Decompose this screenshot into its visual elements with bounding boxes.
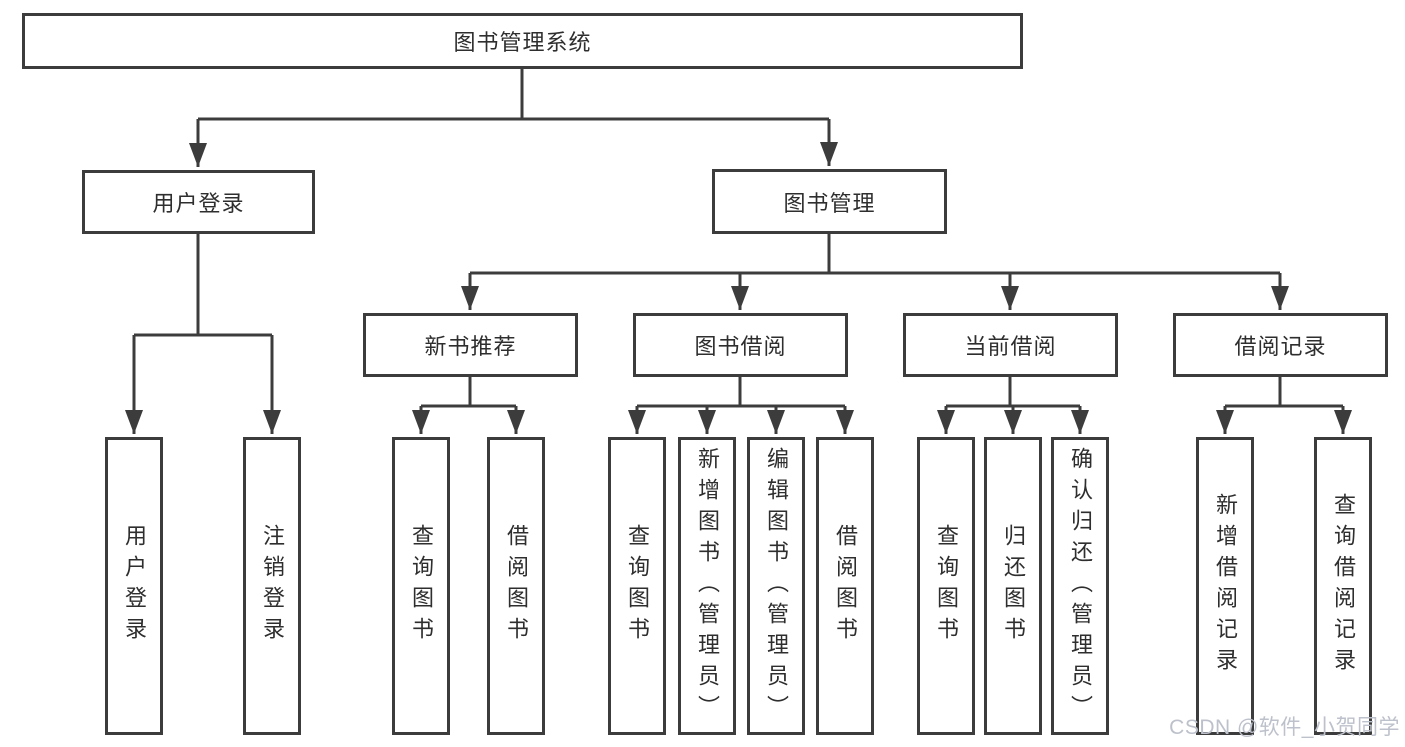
leaf-confirm-return-admin: 确认归还（管理员） [1051, 437, 1109, 735]
leaf-add-book-admin: 新增图书（管理员） [678, 437, 736, 735]
node-label: 查询图书 [934, 524, 959, 648]
node-label: 用户登录 [122, 524, 147, 648]
leaf-user-login: 用户登录 [105, 437, 163, 735]
node-label: 新增图书（管理员） [695, 446, 720, 726]
node-current-borrowing: 当前借阅 [903, 313, 1118, 377]
node-label: 图书管理系统 [453, 30, 592, 55]
node-label: 确认归还（管理员） [1068, 446, 1093, 726]
node-label: 编辑图书（管理员） [764, 446, 789, 726]
node-label: 图书借阅 [694, 334, 787, 359]
node-label: 查询图书 [409, 524, 434, 648]
node-label: 新增借阅记录 [1213, 493, 1238, 679]
leaf-add-borrow-record: 新增借阅记录 [1196, 437, 1254, 735]
leaf-borrow-book-recommend: 借阅图书 [487, 437, 545, 735]
node-label: 归还图书 [1001, 524, 1026, 648]
node-user-login: 用户登录 [82, 170, 315, 234]
csdn-watermark: CSDN @软件_小贺同学 [1169, 716, 1400, 739]
node-label: 用户登录 [152, 191, 245, 216]
node-label: 查询图书 [625, 524, 650, 648]
leaf-edit-book-admin: 编辑图书（管理员） [747, 437, 805, 735]
leaf-logout-login: 注销登录 [243, 437, 301, 735]
leaf-query-book-borrow: 查询图书 [608, 437, 666, 735]
node-borrowing-records: 借阅记录 [1173, 313, 1388, 377]
leaf-query-borrow-record: 查询借阅记录 [1314, 437, 1372, 735]
node-label: 借阅图书 [833, 524, 858, 648]
node-book-management: 图书管理 [712, 169, 947, 234]
node-label: 查询借阅记录 [1331, 493, 1356, 679]
leaf-return-book: 归还图书 [984, 437, 1042, 735]
leaf-query-book-current: 查询图书 [917, 437, 975, 735]
node-new-book-recommend: 新书推荐 [363, 313, 578, 377]
node-library-management-system: 图书管理系统 [22, 13, 1023, 69]
leaf-borrow-book: 借阅图书 [816, 437, 874, 735]
node-label: 借阅图书 [504, 524, 529, 648]
node-label: 图书管理 [783, 190, 876, 216]
node-label: 借阅记录 [1234, 334, 1327, 359]
node-label: 注销登录 [260, 524, 285, 648]
leaf-query-book-recommend: 查询图书 [392, 437, 450, 735]
node-book-borrowing: 图书借阅 [633, 313, 848, 377]
node-label: 新书推荐 [424, 334, 517, 359]
node-label: 当前借阅 [964, 334, 1057, 359]
